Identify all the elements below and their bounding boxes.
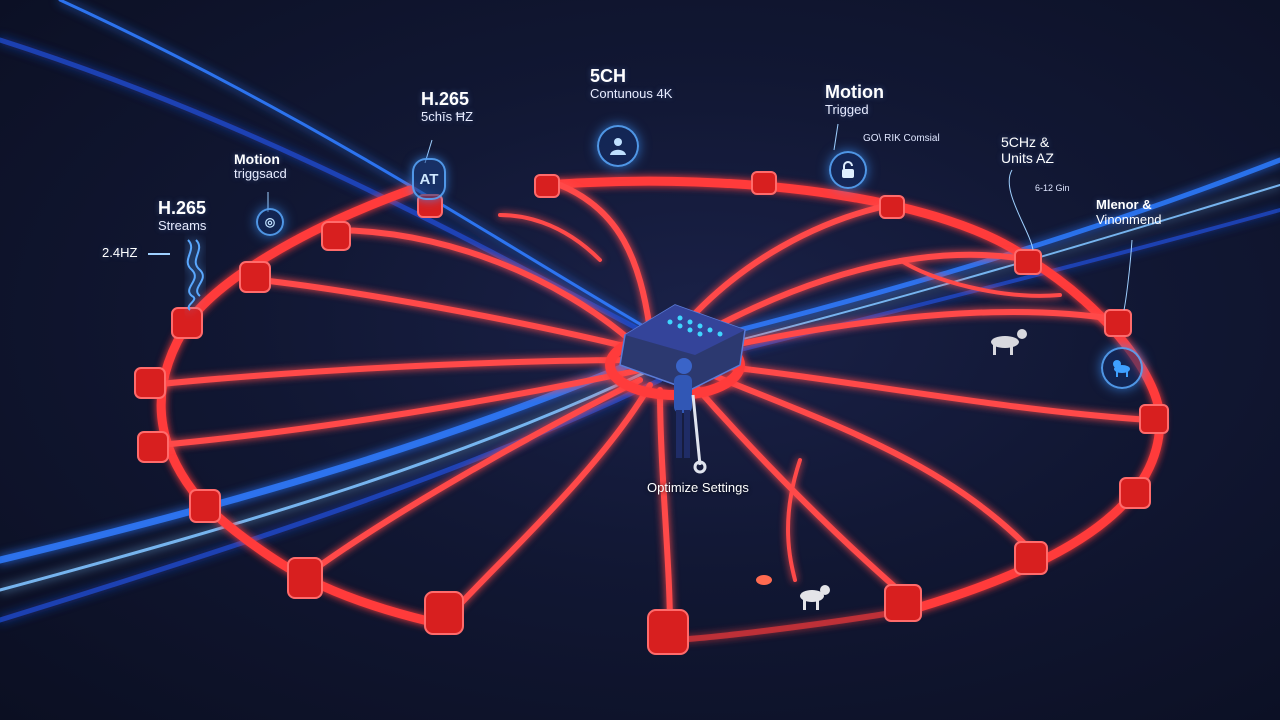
minor-vironment-label: Mlenor & Vinonmend — [1096, 197, 1162, 227]
h265-streams-label: H.265 Streams — [158, 198, 207, 233]
pipe-connectors — [134, 171, 1169, 655]
motion-triggered-right-label: Motion Trigged — [825, 82, 884, 117]
pipe-spokes — [147, 182, 1153, 633]
leader-lines — [148, 123, 1133, 311]
at-badge-text: AT — [419, 170, 439, 188]
comsial-note: GO\ RIK Comsial — [863, 133, 940, 144]
signal-waves-badge: ◎ — [256, 208, 284, 236]
cat-figure-right — [991, 329, 1027, 355]
ghz-note: 6-12 Gin — [1035, 183, 1070, 193]
ghz-units-label: 5CHz & Units AZ — [1001, 134, 1054, 167]
continuous-4k-label: 5CH Contunous 4K — [590, 66, 673, 101]
small-animal-bottom — [756, 575, 772, 585]
motion-triggered-left-label: Motion triggsacd — [234, 151, 287, 182]
technician-figure — [674, 358, 707, 474]
lock-icon — [829, 151, 867, 189]
optimize-settings-caption: Optimize Settings — [647, 480, 749, 495]
frequency-24-label: 2.4HZ — [102, 245, 138, 260]
h265-top-label: H.265 5chīs ĦZ — [421, 89, 474, 124]
dog-icon — [1101, 347, 1143, 389]
person-icon — [597, 125, 639, 167]
signal-waves-icon — [186, 239, 204, 311]
at-badge-icon: AT — [412, 158, 446, 200]
central-hub-chip — [619, 304, 746, 391]
cat-figure-bottom — [800, 585, 830, 610]
